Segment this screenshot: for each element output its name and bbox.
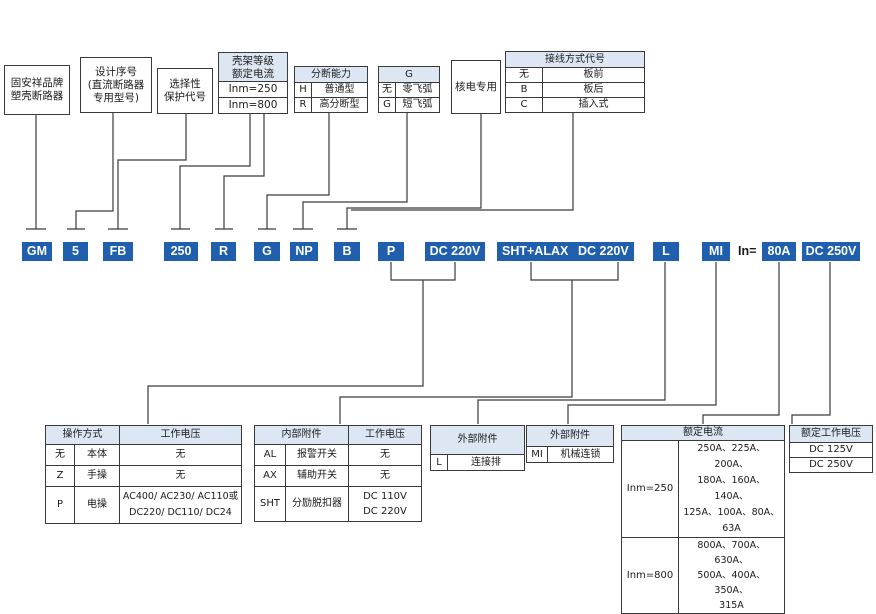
wire-voltage xyxy=(791,262,831,424)
rated-voltage-table: 额定工作电压 DC 125V DC 250V xyxy=(789,425,873,473)
wire-protect xyxy=(117,114,187,229)
arc-title: G xyxy=(378,66,440,83)
code-sht-alax: SHT+ALAX xyxy=(497,242,575,261)
frame-row-800: Inm=800 xyxy=(219,97,287,112)
brand-box: 固安祥品牌 塑壳断路器 xyxy=(4,65,70,115)
code-dc220: DC 220V xyxy=(425,242,485,261)
code-dc220b: DC 220V xyxy=(575,242,634,261)
code-250: 250 xyxy=(164,242,198,261)
wire-ext2 xyxy=(567,262,717,424)
nuclear-box: 核电专用 xyxy=(451,60,501,114)
rated-current-table: 额定电流 Inm=250 250A、225A、200A、 180A、160A、1… xyxy=(621,425,785,614)
external1-title: 外部附件 xyxy=(430,425,525,455)
code-5: 5 xyxy=(63,242,88,261)
wire-internal xyxy=(339,262,619,424)
wire-arc xyxy=(302,113,408,229)
rated-current-label-250: Inm=250 xyxy=(621,440,679,538)
code-gm: GM xyxy=(22,242,52,261)
rated-current-title: 额定电流 xyxy=(621,425,785,441)
internal-header-voltage: 工作电压 xyxy=(348,425,422,445)
code-l: L xyxy=(653,242,679,261)
code-b: B xyxy=(334,242,360,261)
wire-frame2 xyxy=(223,113,265,229)
operation-header-voltage: 工作电压 xyxy=(119,425,242,445)
in-label: In= xyxy=(738,244,757,258)
frame-row-250: Inm=250 xyxy=(219,81,287,97)
frame-box: 壳架等级 额定电流 Inm=250 Inm=800 xyxy=(218,52,288,114)
code-dc250: DC 250V xyxy=(802,242,860,261)
wire-nuclear xyxy=(346,113,482,229)
external2-title: 外部附件 xyxy=(526,425,614,447)
code-80a: 80A xyxy=(762,242,796,261)
frame-title: 壳架等级 额定电流 xyxy=(219,53,287,81)
code-fb: FB xyxy=(103,242,133,261)
code-np: NP xyxy=(290,242,318,261)
rated-voltage-title: 额定工作电压 xyxy=(789,425,873,443)
connector-lines xyxy=(26,113,831,424)
rated-current-label-800: Inm=800 xyxy=(621,537,679,614)
code-g: G xyxy=(254,242,280,261)
wiring-title: 接线方式代号 xyxy=(505,51,645,68)
wire-breaking xyxy=(266,113,330,229)
wire-ext1 xyxy=(477,262,666,424)
wire-current xyxy=(702,262,780,424)
code-r: R xyxy=(211,242,236,261)
wire-wiring xyxy=(351,113,574,211)
code-mi: MI xyxy=(702,242,730,261)
breaking-title: 分断能力 xyxy=(294,66,368,83)
code-p: P xyxy=(378,242,404,261)
design-box: 设计序号 (直流断路器 专用型号) xyxy=(80,57,152,113)
wire-frame xyxy=(179,113,251,229)
internal-header-accessory: 内部附件 xyxy=(254,425,349,445)
protect-box: 选择性 保护代号 xyxy=(157,68,213,114)
operation-header-mode: 操作方式 xyxy=(45,425,120,445)
wire-operation xyxy=(147,262,456,424)
wire-design xyxy=(75,113,114,229)
